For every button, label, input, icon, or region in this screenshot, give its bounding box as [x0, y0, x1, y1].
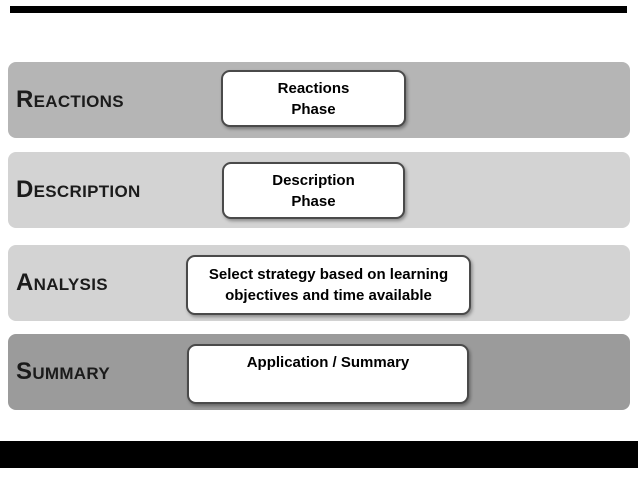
phase-label-analysis: ANALYSIS: [16, 269, 108, 296]
phase-box-line: objectives and time available: [225, 287, 432, 304]
phase-box-line: Application / Summary: [246, 354, 410, 371]
phase-box-summary: Application / Summary: [187, 344, 469, 404]
phase-label-description: DESCRIPTION: [16, 176, 141, 203]
phase-row-description: DESCRIPTION Description Phase: [8, 152, 630, 228]
phase-row-summary: SUMMARY Application / Summary: [8, 334, 630, 410]
phase-box-description: Description Phase: [222, 162, 405, 219]
phase-box-analysis: Select strategy based on learning object…: [186, 255, 471, 315]
phase-box-reactions: Reactions Phase: [221, 70, 406, 127]
phase-box-line: Select strategy based on learning: [208, 266, 449, 283]
phase-box-line: Phase: [291, 100, 336, 118]
phase-box-line: Description: [272, 171, 355, 189]
phase-label-reactions: REACTIONS: [16, 86, 124, 113]
phase-box-line: Phase: [291, 192, 336, 210]
top-black-bar: [10, 6, 627, 13]
phase-row-analysis: ANALYSIS Select strategy based on learni…: [8, 245, 630, 321]
phase-box-line: [189, 373, 467, 394]
bottom-black-bar: [0, 441, 638, 468]
phase-row-reactions: REACTIONS Reactions Phase: [8, 62, 630, 138]
phase-label-summary: SUMMARY: [16, 358, 110, 385]
phase-box-line: Reactions: [277, 79, 350, 97]
